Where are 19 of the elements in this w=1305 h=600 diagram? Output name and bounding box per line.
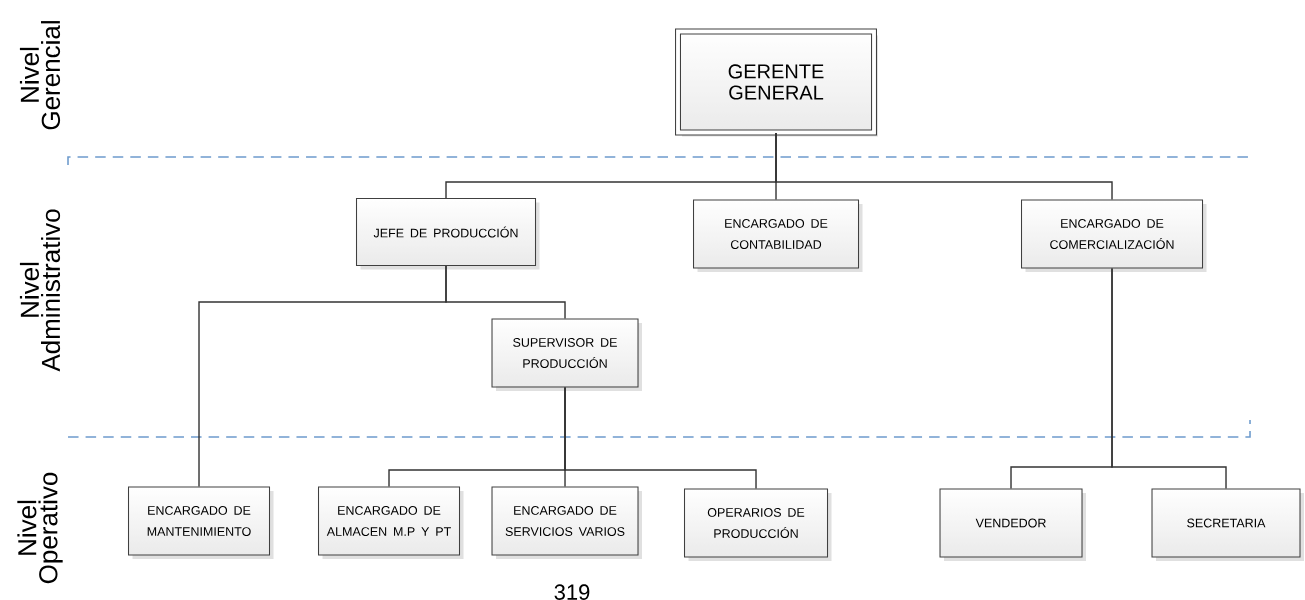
level-label: Nivel Gerencial [19, 21, 61, 130]
position-box: ENCARGADO DE CONTABILIDAD [693, 199, 863, 272]
position-box: ENCARGADO DE ALMACEN M.P Y PT [318, 486, 464, 559]
level-label: Nivel Administrativo [19, 209, 61, 372]
page-number: 319 [554, 584, 590, 600]
connector-line [564, 386, 757, 490]
connector-line [445, 265, 566, 320]
connector-line [1111, 267, 1227, 490]
level-label: Nivel Operativo [17, 472, 63, 584]
head-position-box: GERENTE GENERAL [675, 28, 878, 137]
position-box: ENCARGADO DE MANTENIMIENTO [128, 486, 274, 559]
position-box: JEFE DE PRODUCCIÓN [356, 197, 540, 270]
position-box: ENCARGADO DE COMERCIALIZACIÓN [1021, 199, 1207, 272]
connector-line [775, 132, 1113, 201]
position-box: ENCARGADO DE SERVICIOS VARIOS [491, 486, 642, 559]
position-box: SUPERVISOR DE PRODUCCIÓN [491, 318, 642, 391]
position-box: OPERARIOS DE PRODUCCIÓN [684, 488, 832, 561]
position-box: VENDEDOR [939, 488, 1086, 561]
position-box: SECRETARIA [1151, 488, 1304, 561]
